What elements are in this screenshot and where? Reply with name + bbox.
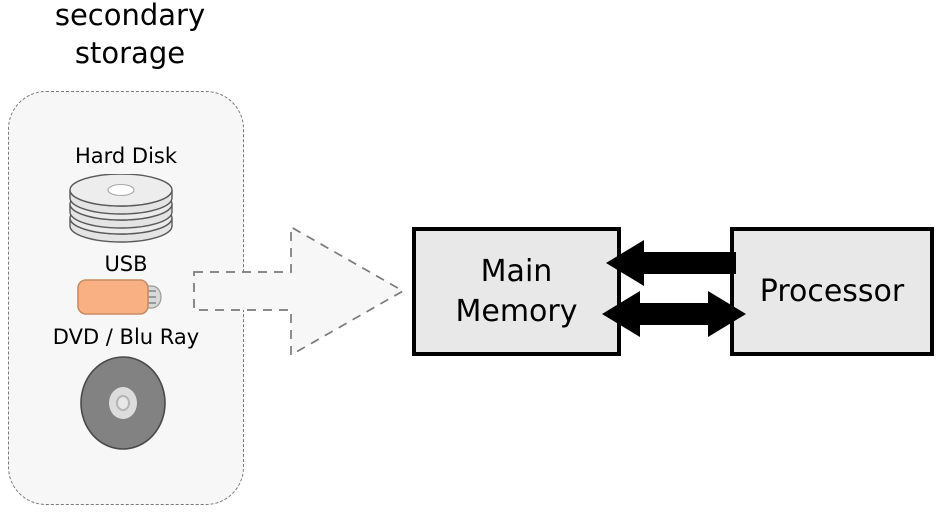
processor-to-memory-arrow (604, 238, 736, 288)
hard-disk-label: Hard Disk (74, 144, 178, 168)
optical-disc-icon (78, 355, 168, 451)
hard-disk-icon (68, 173, 174, 244)
secondary-storage-title: secondary storage (54, 0, 206, 70)
main-memory-box: Main Memory (412, 227, 621, 356)
dvd-label: DVD / Blu Ray (52, 325, 200, 349)
processor-box: Processor (730, 227, 934, 356)
usb-label: USB (104, 252, 148, 276)
usb-drive-icon (76, 276, 172, 318)
memory-processor-bus-arrow (600, 288, 748, 340)
data-transfer-arrow (190, 220, 408, 362)
